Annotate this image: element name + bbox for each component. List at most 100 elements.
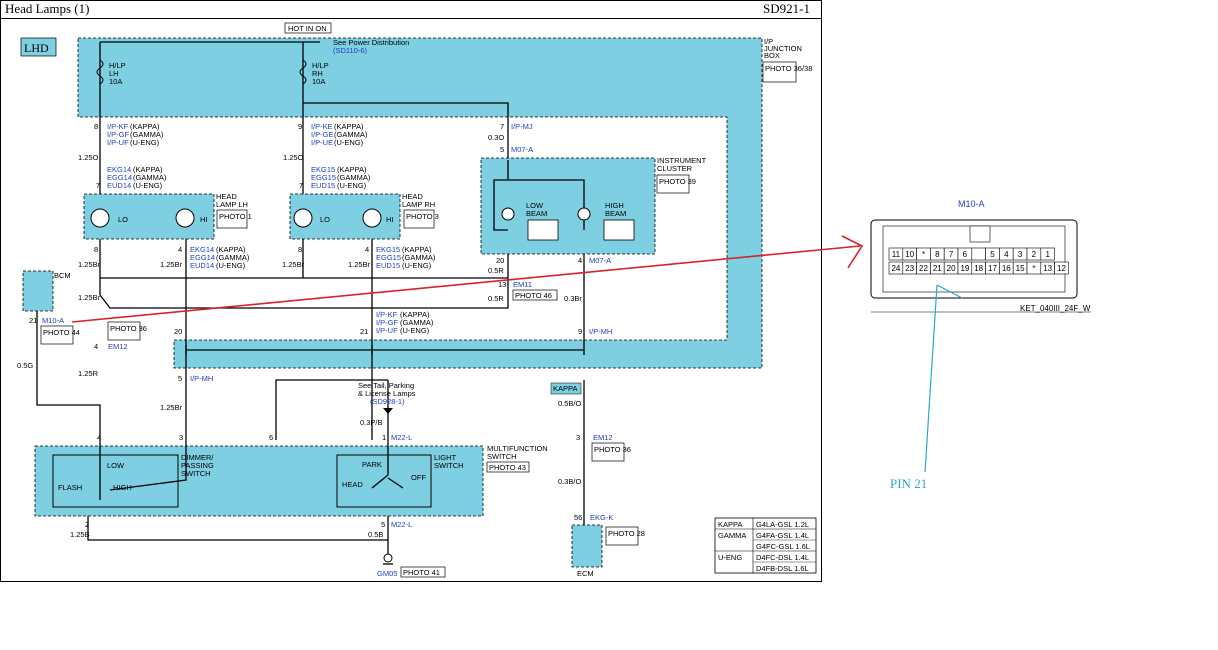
jbox-label-1: I/P [764,37,773,46]
head-label: HEAD [342,480,363,489]
connector-pin: 13 [1040,261,1055,275]
w05g: 0.5G [17,361,33,370]
lo-label-lh: LO [118,215,128,224]
kappa-tag: KAPPA [553,384,577,393]
em11-wire [99,254,509,309]
head-rh-2: LAMP RH [402,200,435,209]
ueng-2: (U-ENG) [334,138,364,147]
low-beam-indicator [501,207,515,221]
connector-title: M10-A [958,199,985,209]
hot-in-on-label: HOT IN ON [288,24,327,33]
pin-5-ipmh: 5 [178,374,182,383]
off-label: OFF [411,473,426,482]
jbox-label-2: JUNCTION [764,44,802,53]
w125br-1: 1.25Br [78,260,101,269]
w03br: 0.3Br [564,294,582,303]
connector-pin: 16 [999,261,1014,275]
high-label: HIGH [113,483,132,492]
connector-pin-label: 6 [963,250,968,259]
connector-pin-label: 4 [1004,250,1009,259]
gamma-4: (GAMMA) [337,173,371,182]
photo36-box-b [591,442,625,462]
hi-bulb-lh [175,208,195,228]
ecm-label: ECM [577,569,594,578]
gamma-6: (GAMMA) [402,253,436,262]
egg15-b: EGG15 [376,253,401,262]
w125br-5: 1.25Br [78,293,101,302]
em12: EM12 [108,342,128,351]
gamma-3: (GAMMA) [133,173,167,182]
engine-table: KAPPA G4LA-GSL 1.2L GAMMA G4FA-GSL 1.4L … [714,517,817,574]
connector-pin-label: 5 [990,250,995,259]
hot-in-on-box [284,22,332,34]
connector-pin-label: 8 [935,250,940,259]
connector-pin: 1 [1040,247,1055,261]
photo3-box [403,209,435,229]
head-lh-2: LAMP LH [216,200,248,209]
kappa-1: (KAPPA) [130,122,160,131]
photo44: PHOTO 44 [43,328,80,337]
gamma-2: (GAMMA) [334,130,368,139]
m22l-top: M22-L [391,433,412,442]
connector-pin: 23 [902,261,917,275]
m10a-bcm: M10-A [42,316,64,325]
ip-ge: I/P-GE [311,130,334,139]
w03bo: 0.3B/O [558,477,582,486]
hi-label-lh: HI [200,215,208,224]
connector-pin-label: 20 [947,264,956,273]
bcm-module [22,270,54,312]
fuse-lh-symbol [96,59,104,85]
photo-jbox: PHOTO 36/38 [765,64,812,73]
connector-pin-label: 3 [1018,250,1023,259]
ip-kf-2: I/P-KF [376,310,398,319]
w125br-2: 1.25Br [160,260,183,269]
lhd-badge [20,37,57,57]
dimmer-1: DIMMER/ [181,453,214,462]
connector-pin-label: 7 [949,250,954,259]
multi-1: MULTIFUNCTION [487,444,548,453]
header-divider [1,18,821,19]
pin-4-m07: 4 [578,256,582,265]
photo43-box [486,461,530,473]
connector-pin: 11 [888,247,904,261]
light-sw-2: SWITCH [434,461,464,470]
connector-pin: 3 [1012,247,1028,261]
gamma-5: (GAMMA) [216,253,250,262]
ip-gf-2: I/P-GF [376,318,399,327]
pin-4-lh: 4 [178,245,182,254]
pin-21-ip: 21 [360,327,368,336]
light-switch [336,454,432,508]
em11: EM11 [513,280,532,289]
kappa-6: (KAPPA) [402,245,432,254]
wire-125o-lh: 1.25O [78,153,99,162]
page-title: Head Lamps (1) [5,1,90,16]
connector-pin: 20 [943,261,959,275]
m07a-bottom: M07-A [589,256,611,265]
ekg14-b: EKG14 [190,245,214,254]
connector-pin-label: 21 [933,264,942,273]
pin-21-bcm: 21 [29,316,37,325]
connector-pin: 4 [999,247,1014,261]
power-note: See Power Distribution [333,38,409,47]
connector-pin: 18 [971,261,986,275]
connector-pin-label: 13 [1043,264,1052,273]
multifunction-switch [34,445,484,517]
pin-4-ms: 4 [97,433,101,442]
hi-label-rh: HI [386,215,394,224]
ground-symbol [383,553,393,563]
eud15-b: EUD15 [376,261,400,270]
pin-20-m07: 20 [496,256,504,265]
connector-pin: 8 [930,247,945,261]
connector-pin-label: * [1032,264,1035,273]
red-arrow-line [71,245,861,323]
pin-56: 56 [574,513,582,522]
w05b: 0.5B [368,530,383,539]
wire-125o-rh: 1.25O [283,153,304,162]
pin-9-jb: 9 [298,122,302,131]
pin-9-ip: 9 [578,327,582,336]
ground-wire [87,516,389,555]
dimmer-3: SWITCH [181,469,211,478]
photo36: PHOTO 36 [110,324,147,333]
jbox-label-3: BOX [764,51,780,60]
